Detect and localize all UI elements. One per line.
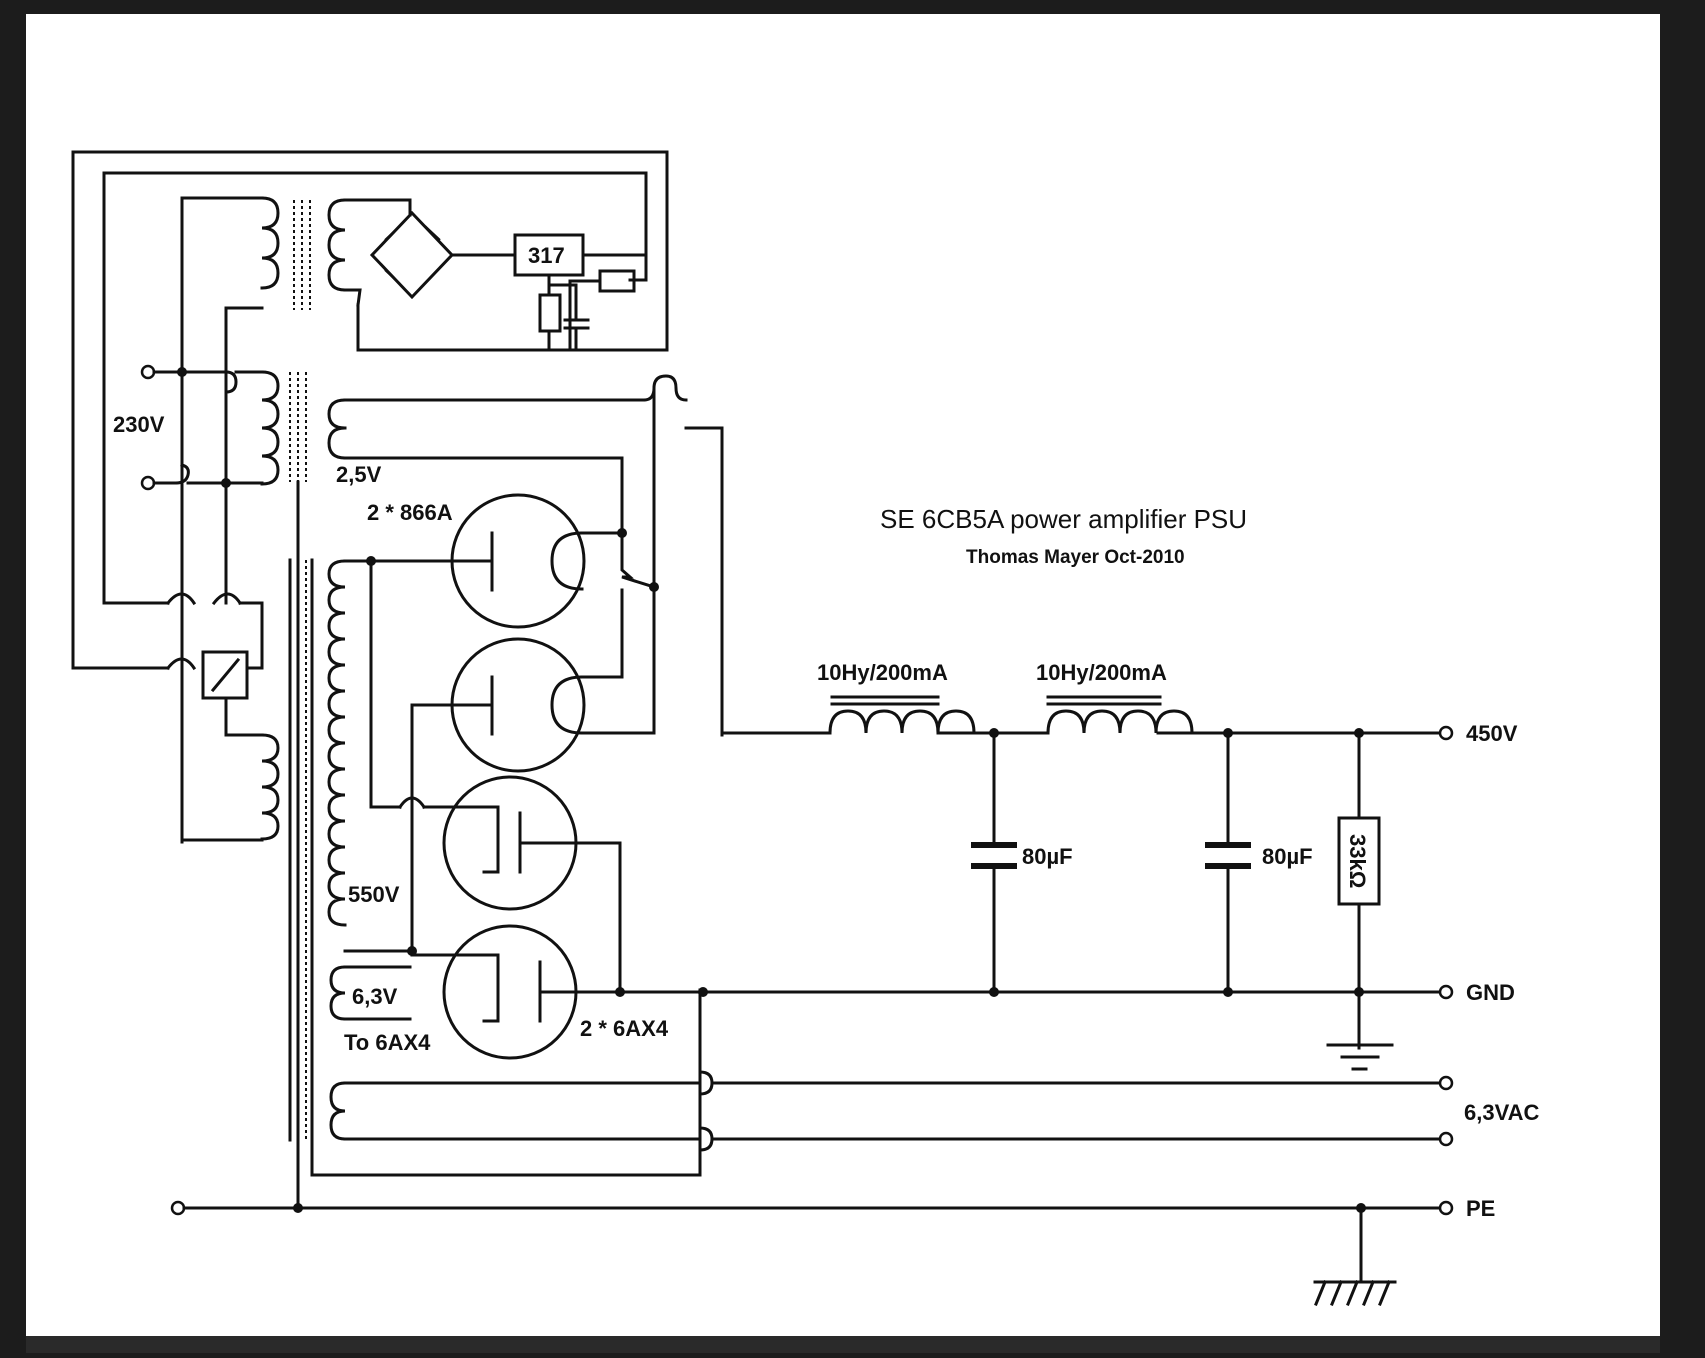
choke-1-label: 10Hy/200mA: [817, 660, 948, 685]
pe-input-terminal: [170, 1200, 186, 1216]
terminal-6v3ac-a: [1438, 1075, 1454, 1091]
cap-1-label: 80µF: [1022, 844, 1073, 869]
bottom-strip: [26, 1336, 1660, 1353]
hv-winding-550v: 550V: [327, 556, 472, 956]
aux-transformer: [180, 196, 412, 844]
cap-2-label: 80µF: [1262, 844, 1313, 869]
heater-winding-6v3ac: [329, 1070, 1442, 1152]
regulator-label: 317: [528, 243, 565, 268]
choke-2-label: 10Hy/200mA: [1036, 660, 1167, 685]
output-terminals: 450V GND 6,3VAC PE: [1438, 721, 1540, 1221]
terminal-pe: [1438, 1200, 1454, 1216]
relay: [165, 592, 280, 842]
terminal-gnd-label: GND: [1466, 980, 1515, 1005]
hv-filter: 10Hy/200mA 10Hy/200mA 80µF 80µF 33kΩ: [720, 426, 1442, 1071]
terminal-450v-label: 450V: [1466, 721, 1518, 746]
terminal-6v3ac-b: [1438, 1131, 1454, 1147]
bridge-rectifier: [369, 210, 517, 300]
terminal-450v: [1438, 725, 1454, 741]
mains-terminal-2: [140, 475, 156, 491]
hv-winding-label: 550V: [348, 882, 400, 907]
damper-tube-1: [442, 775, 622, 994]
terminal-gnd: [1438, 984, 1454, 1000]
rectifier-tubes-label: 2 * 866A: [367, 500, 453, 525]
heater-6ax4-label: 6,3V: [352, 984, 398, 1009]
to-6ax4-label: To 6AX4: [344, 1030, 431, 1055]
heater-winding-6ax4: 6,3V To 6AX4: [329, 965, 431, 1055]
pe-line: [170, 1200, 1442, 1306]
control-loop-wiring: [71, 150, 669, 670]
heater-2v5-label: 2,5V: [336, 462, 382, 487]
mains-input: 230V: [113, 364, 280, 491]
rectifier-tube-1: [369, 493, 659, 629]
mains-terminal-1: [140, 364, 156, 380]
terminal-6v3ac-label: 6,3VAC: [1464, 1100, 1540, 1125]
bleeder-label: 33kΩ: [1345, 834, 1370, 888]
mains-voltage-label: 230V: [113, 412, 165, 437]
regulator-317: 317: [513, 233, 648, 352]
rectifier-tube-2: [410, 585, 656, 957]
damper-tubes-label: 2 * 6AX4: [580, 1016, 669, 1041]
main-transformer-core: [288, 372, 702, 1210]
diagram-title: SE 6CB5A power amplifier PSU: [880, 504, 1247, 534]
terminal-pe-label: PE: [1466, 1196, 1495, 1221]
diagram-subtitle: Thomas Mayer Oct-2010: [966, 547, 1185, 568]
